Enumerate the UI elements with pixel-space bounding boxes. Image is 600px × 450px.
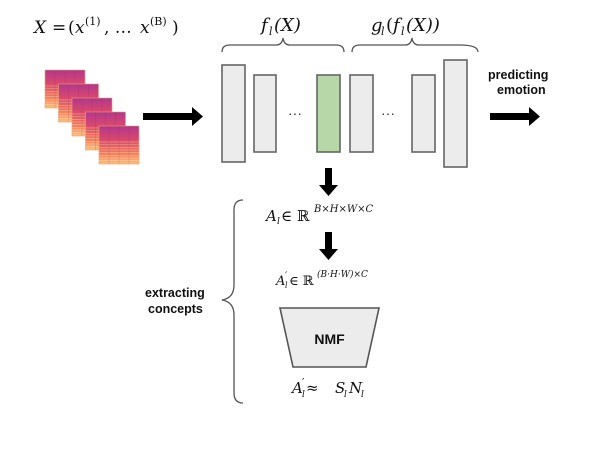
nmf-block — [279, 307, 380, 368]
head-label: g l ( f l (X)) — [371, 15, 440, 38]
input-formula-open: ( — [68, 18, 75, 38]
svg-text:(B·H·W)×C: (B·H·W)×C — [317, 269, 368, 280]
spectrogram-stack — [44, 69, 140, 165]
svg-text:l: l — [285, 281, 288, 290]
svg-text:≈: ≈ — [306, 379, 319, 397]
svg-text:′: ′ — [302, 376, 305, 389]
svg-text:S: S — [335, 379, 345, 397]
concepts-label-line2: concepts — [148, 302, 203, 316]
svg-text:l: l — [344, 390, 347, 400]
concepts-brace — [221, 199, 244, 404]
layer-3 — [349, 74, 374, 153]
input-formula-close: ) — [172, 18, 179, 38]
svg-text:l: l — [381, 25, 385, 38]
ellipsis-right: ··· — [381, 105, 395, 121]
input-formula: X = ( x (1) , … x (B) ) — [32, 15, 179, 38]
svg-text:(X)): (X)) — [406, 15, 440, 36]
svg-text:l: l — [401, 25, 405, 38]
output-arrow — [490, 107, 540, 126]
svg-text:∈ ℝ: ∈ ℝ — [289, 274, 315, 289]
svg-text:l: l — [302, 390, 305, 400]
svg-text:A: A — [264, 207, 277, 225]
svg-text:∈ ℝ: ∈ ℝ — [281, 207, 310, 225]
input-arrow — [143, 107, 203, 126]
input-formula-xb: x — [140, 18, 150, 38]
input-formula-lhs: X — [32, 18, 47, 38]
svg-text:l: l — [361, 390, 364, 400]
svg-text:g: g — [371, 15, 383, 36]
svg-text:N: N — [348, 379, 363, 397]
input-formula-eq: = — [52, 18, 66, 38]
svg-text:(: ( — [386, 15, 393, 36]
down-arrow-activation — [319, 168, 338, 196]
encoder-brace — [221, 37, 345, 53]
spectrogram — [98, 125, 140, 165]
input-formula-sup1: (1) — [85, 15, 101, 28]
head-brace — [351, 37, 479, 53]
layer-highlighted — [316, 74, 341, 153]
output-label-line2: emotion — [497, 83, 546, 97]
svg-text:′: ′ — [285, 271, 288, 282]
activation-formula: A l ∈ ℝ B×H×W×C — [264, 204, 373, 227]
svg-text:A: A — [275, 274, 285, 289]
layer-4 — [411, 74, 436, 153]
svg-text:B×H×W×C: B×H×W×C — [313, 204, 373, 215]
factorization-formula: A ′ l ≈ S l N l — [290, 376, 364, 400]
down-arrow-reshape — [319, 232, 338, 260]
svg-text:(X): (X) — [274, 15, 301, 36]
nmf-label: NMF — [314, 331, 345, 347]
layer-2 — [253, 74, 277, 153]
svg-text:A: A — [290, 379, 303, 397]
layer-output — [443, 59, 468, 168]
reshaped-formula: A ′ l ∈ ℝ (B·H·W)×C — [275, 269, 368, 290]
concepts-label-line1: extracting — [145, 286, 205, 300]
encoder-label: f l (X) — [259, 15, 301, 38]
svg-text:l: l — [269, 25, 273, 38]
layer-1 — [221, 64, 246, 163]
svg-text:l: l — [277, 217, 280, 227]
input-formula-sep: , … — [104, 18, 132, 38]
ellipsis-left: ··· — [288, 105, 302, 121]
input-formula-x1: x — [75, 18, 85, 38]
output-label-line1: predicting — [488, 68, 548, 82]
input-formula-supb: (B) — [150, 15, 167, 28]
